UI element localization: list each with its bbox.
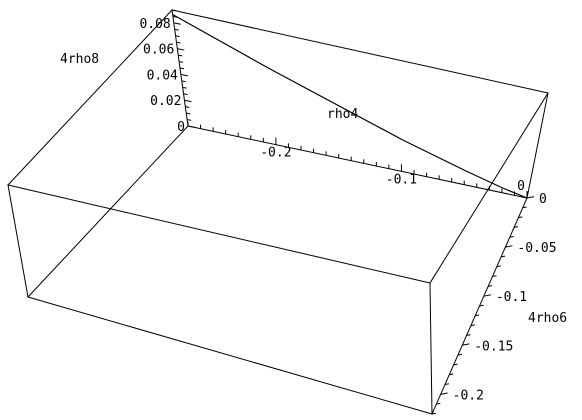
y-tick-label: -0.2: [453, 388, 484, 403]
box-edge-bottom-B-C: [187, 125, 528, 199]
y-minor-tick: [457, 353, 463, 356]
y-tick-label: 0: [539, 192, 547, 207]
box-edge-vertical-A: [7, 184, 29, 298]
z-minor-tick: [179, 61, 184, 63]
z-major-tick: [184, 99, 192, 103]
z-minor-tick: [174, 28, 179, 31]
z-tick-label: 0.02: [150, 94, 181, 109]
z-minor-tick: [176, 41, 181, 44]
z-major-tick: [180, 73, 188, 77]
y-axis-label: 4rho6: [528, 311, 567, 326]
series-layer: [172, 13, 528, 199]
box-edge-bottom-A-B: [27, 125, 189, 298]
y-tick-label: -0.05: [517, 241, 556, 256]
axis-labels: rho4 4rho6 4rho8: [60, 52, 567, 326]
z-major-tick: [173, 22, 181, 25]
z-tick-label: 0.06: [143, 43, 174, 58]
y-minor-tick: [522, 206, 527, 209]
y-minor-tick: [436, 402, 441, 405]
z-major-tick: [187, 125, 196, 128]
z-major-tick: [177, 48, 185, 51]
x-tick-label: 0: [517, 179, 525, 194]
y-minor-tick: [449, 373, 454, 376]
y-major-tick: [440, 392, 448, 395]
z-tick-label: 0: [177, 120, 185, 135]
y-minor-tick: [513, 226, 519, 228]
box-edge-top-B-C: [171, 9, 549, 94]
y-minor-tick: [488, 285, 493, 287]
y-minor-tick: [518, 216, 523, 219]
x-tick-label: -0.2: [260, 146, 291, 161]
y-minor-tick: [509, 235, 514, 238]
z-axis-ticks: 0 0.02 0.04 0.06 0.08: [139, 9, 196, 135]
z-minor-tick: [186, 112, 191, 115]
y-axis-ticks: 0 -0.05 -0.1 -0.15 -0.2: [431, 192, 557, 415]
x-axis-label: rho4: [327, 107, 358, 122]
box-edge-top-A-B: [7, 9, 173, 186]
z-minor-tick: [181, 80, 186, 83]
z-minor-tick: [175, 35, 180, 38]
z-minor-tick: [179, 67, 185, 70]
bounding-box-edges: [7, 9, 549, 415]
z-minor-tick: [171, 9, 177, 12]
box-edge-bottom-D-A: [27, 296, 433, 415]
y-minor-tick: [492, 275, 497, 278]
box-edge-top-D-A: [7, 184, 431, 284]
z-minor-tick: [183, 93, 188, 96]
y-major-tick: [505, 245, 513, 248]
y-minor-tick: [444, 383, 450, 386]
y-major-tick: [483, 294, 491, 297]
z-minor-tick: [185, 106, 190, 108]
y-minor-tick: [500, 255, 506, 258]
y-minor-tick: [479, 304, 484, 307]
y-tick-label: -0.1: [496, 290, 527, 305]
y-tick-label: -0.15: [474, 339, 513, 354]
z-minor-tick: [178, 54, 183, 57]
z-tick-label: 0.08: [139, 17, 170, 32]
z-axis-label: 4rho8: [60, 52, 99, 67]
box-edge-vertical-D: [429, 282, 433, 415]
y-minor-tick: [470, 324, 475, 327]
y-major-tick: [526, 196, 535, 199]
y-minor-tick: [453, 363, 458, 366]
x-axis-ticks: -0.2 -0.1 0: [187, 122, 528, 198]
box-edge-vertical-C: [526, 92, 549, 199]
series-line-0: [172, 13, 528, 199]
z-minor-tick: [187, 119, 192, 121]
y-minor-tick: [466, 334, 471, 336]
x-tick-label: -0.1: [386, 172, 417, 187]
y-minor-tick: [496, 265, 501, 268]
z-minor-tick: [182, 86, 187, 89]
z-tick-label: 0.04: [147, 68, 178, 83]
y-minor-tick: [431, 412, 437, 415]
y-major-tick: [462, 343, 470, 346]
y-minor-tick: [475, 314, 480, 317]
